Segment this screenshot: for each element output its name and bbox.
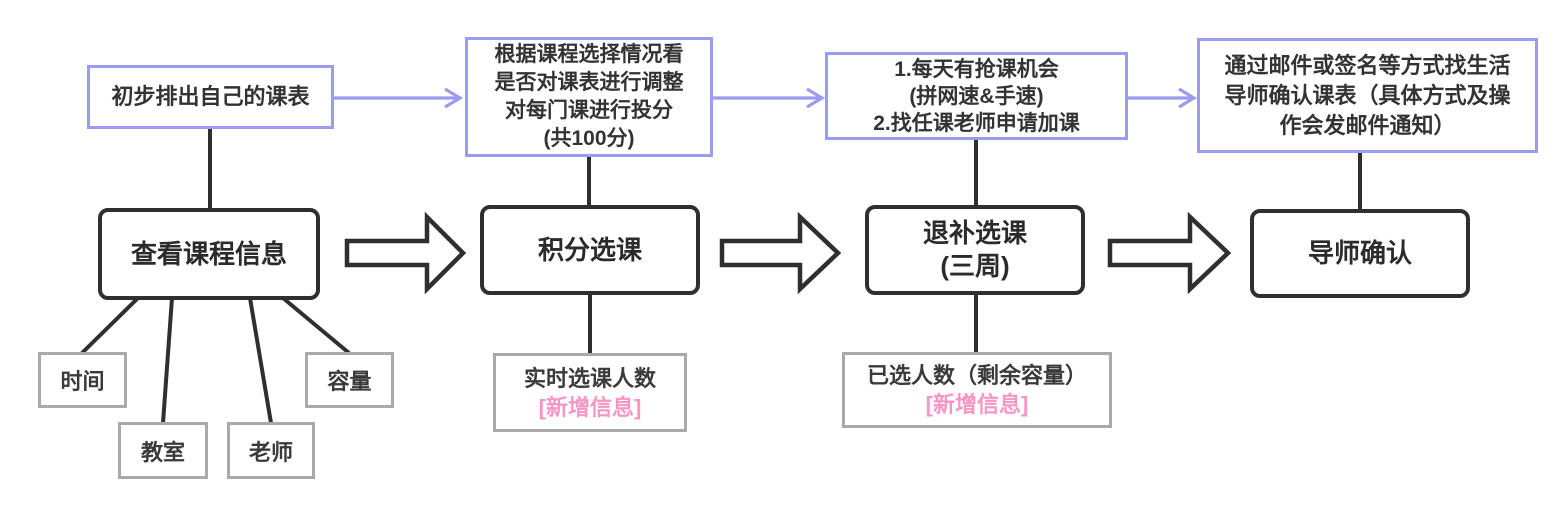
- stage-view-course-info: 查看课程信息: [98, 208, 320, 300]
- info-title: 实时选课人数: [523, 365, 656, 391]
- attr-classroom: 教室: [118, 422, 208, 479]
- connector-line: [161, 297, 174, 424]
- attr-teacher: 老师: [227, 422, 315, 479]
- stage-flow-arrow-icon: [1107, 211, 1232, 295]
- stage-drop-add-selection: 退补选课 (三周): [865, 205, 1085, 295]
- stage-mentor-confirmation: 导师确认: [1250, 209, 1470, 298]
- new-info-badge: [新增信息]: [538, 394, 642, 420]
- note-flow-arrowhead-icon: [444, 87, 464, 109]
- note-adjust-and-bid: 根据课程选择情况看 是否对课表进行调整 对每门课进行投分 (共100分): [465, 37, 713, 157]
- new-info-badge: [新增信息]: [925, 392, 1029, 417]
- stage-flow-arrow-icon: [719, 211, 842, 295]
- info-enrolled-remaining: 已选人数（剩余容量） [新增信息]: [842, 352, 1112, 428]
- attr-time: 时间: [38, 352, 127, 408]
- stage-points-selection: 积分选课: [480, 205, 700, 295]
- connector-line: [248, 297, 273, 424]
- stage-flow-arrow-icon: [344, 211, 467, 295]
- connector-line: [80, 296, 140, 355]
- attr-capacity: 容量: [305, 352, 394, 408]
- note-flow-arrowhead-icon: [1178, 87, 1198, 109]
- note-mentor-confirm-method: 通过邮件或签名等方式找生活 导师确认课表（具体方式及操 作会发邮件通知）: [1197, 38, 1538, 153]
- info-title: 已选人数（剩余容量）: [866, 363, 1087, 388]
- connector-line: [281, 296, 351, 355]
- info-realtime-enrollment: 实时选课人数 [新增信息]: [493, 353, 687, 432]
- note-draft-schedule: 初步排出自己的课表: [87, 65, 334, 129]
- note-grab-course-tips: 1.每天有抢课机会 (拼网速&手速) 2.找任课老师申请加课: [825, 52, 1128, 140]
- note-flow-arrowhead-icon: [806, 87, 826, 109]
